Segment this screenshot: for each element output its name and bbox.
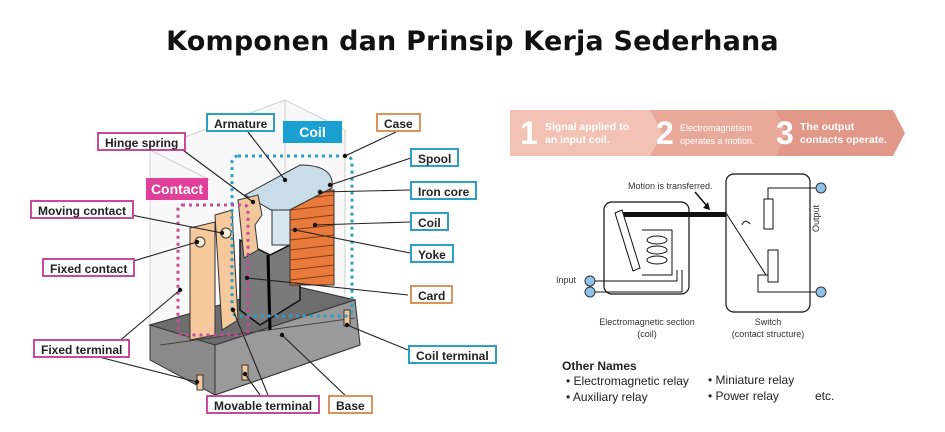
- process-steps: [510, 110, 905, 156]
- label-card: Card: [410, 285, 454, 304]
- input-label: Input: [556, 275, 577, 285]
- label-movable-terminal: Movable terminal: [206, 395, 321, 414]
- step-1-number: 1: [520, 115, 538, 151]
- contact-group-tag: Contact: [146, 178, 208, 200]
- hinge-spring: [237, 194, 263, 259]
- switch-box: [725, 173, 811, 313]
- other-name-item: • Miniature relay: [708, 373, 795, 387]
- step-2-arrow: [650, 110, 787, 156]
- coil-group-tag: Coil: [283, 121, 342, 143]
- step-1-line2: an input coil.: [545, 134, 610, 146]
- coil-section-line2: (coil): [637, 329, 657, 339]
- armature: [243, 164, 333, 216]
- coil-section-line1: Electromagnetic section: [599, 317, 695, 327]
- coil-section-caption: Electromagnetic section (coil): [594, 316, 700, 340]
- contact-group-outline: [176, 203, 250, 337]
- electromagnetic-section-box: [603, 201, 690, 295]
- label-base: Base: [328, 395, 373, 414]
- label-fixed-terminal: Fixed terminal: [33, 339, 131, 358]
- other-name-item: • Electromagnetic relay: [566, 374, 689, 388]
- label-moving-contact: Moving contact: [30, 200, 135, 219]
- relay-schematic: [594, 173, 820, 313]
- label-hinge-spring: Hinge spring: [97, 132, 187, 151]
- switch-line1: Switch: [754, 317, 782, 327]
- yoke-bracket: [271, 209, 291, 246]
- other-name-item: • Auxiliary relay: [566, 390, 648, 404]
- label-case: Case: [376, 113, 421, 132]
- page-title: Komponen dan Prinsip Kerja Sederhana: [166, 26, 779, 57]
- coil-group-outline: [230, 154, 354, 318]
- input-terminal-1: [584, 275, 596, 287]
- motion-label: Motion is transferred.: [628, 181, 713, 191]
- step-3-line1: The output: [800, 121, 855, 133]
- step-1-line1: Signal applied to: [545, 121, 630, 133]
- step-3-number: 3: [776, 115, 794, 151]
- output-terminal-2: [815, 286, 827, 298]
- switch-caption: Switch (contact structure): [718, 316, 818, 340]
- step-3-arrow: [775, 110, 905, 156]
- input-terminal-2: [584, 286, 596, 298]
- other-name-item: • Power relay: [708, 389, 779, 403]
- step-3-line2: contacts operate.: [800, 134, 887, 146]
- step-1-arrow: [510, 110, 662, 156]
- output-label: Output: [811, 204, 821, 232]
- output-terminal-1: [815, 182, 827, 194]
- step-2-line2: operates a motion.: [680, 136, 755, 146]
- step-2-text: Electromagnetism operates a motion.: [680, 122, 755, 148]
- label-coil: Coil: [410, 212, 449, 231]
- switch-line2: (contact structure): [731, 329, 805, 339]
- other-names-etc: etc.: [815, 389, 835, 403]
- label-fixed-contact: Fixed contact: [42, 258, 136, 277]
- label-armature: Armature: [206, 113, 276, 132]
- terminals: [584, 182, 827, 298]
- label-yoke: Yoke: [410, 244, 454, 263]
- label-iron-core: Iron core: [410, 181, 478, 200]
- label-coil-terminal: Coil terminal: [408, 345, 497, 364]
- motion-bar: [622, 212, 726, 217]
- other-names-heading: Other Names: [562, 359, 637, 373]
- step-2-line1: Electromagnetism: [680, 123, 753, 133]
- label-spool: Spool: [410, 148, 460, 167]
- step-2-number: 2: [656, 115, 674, 151]
